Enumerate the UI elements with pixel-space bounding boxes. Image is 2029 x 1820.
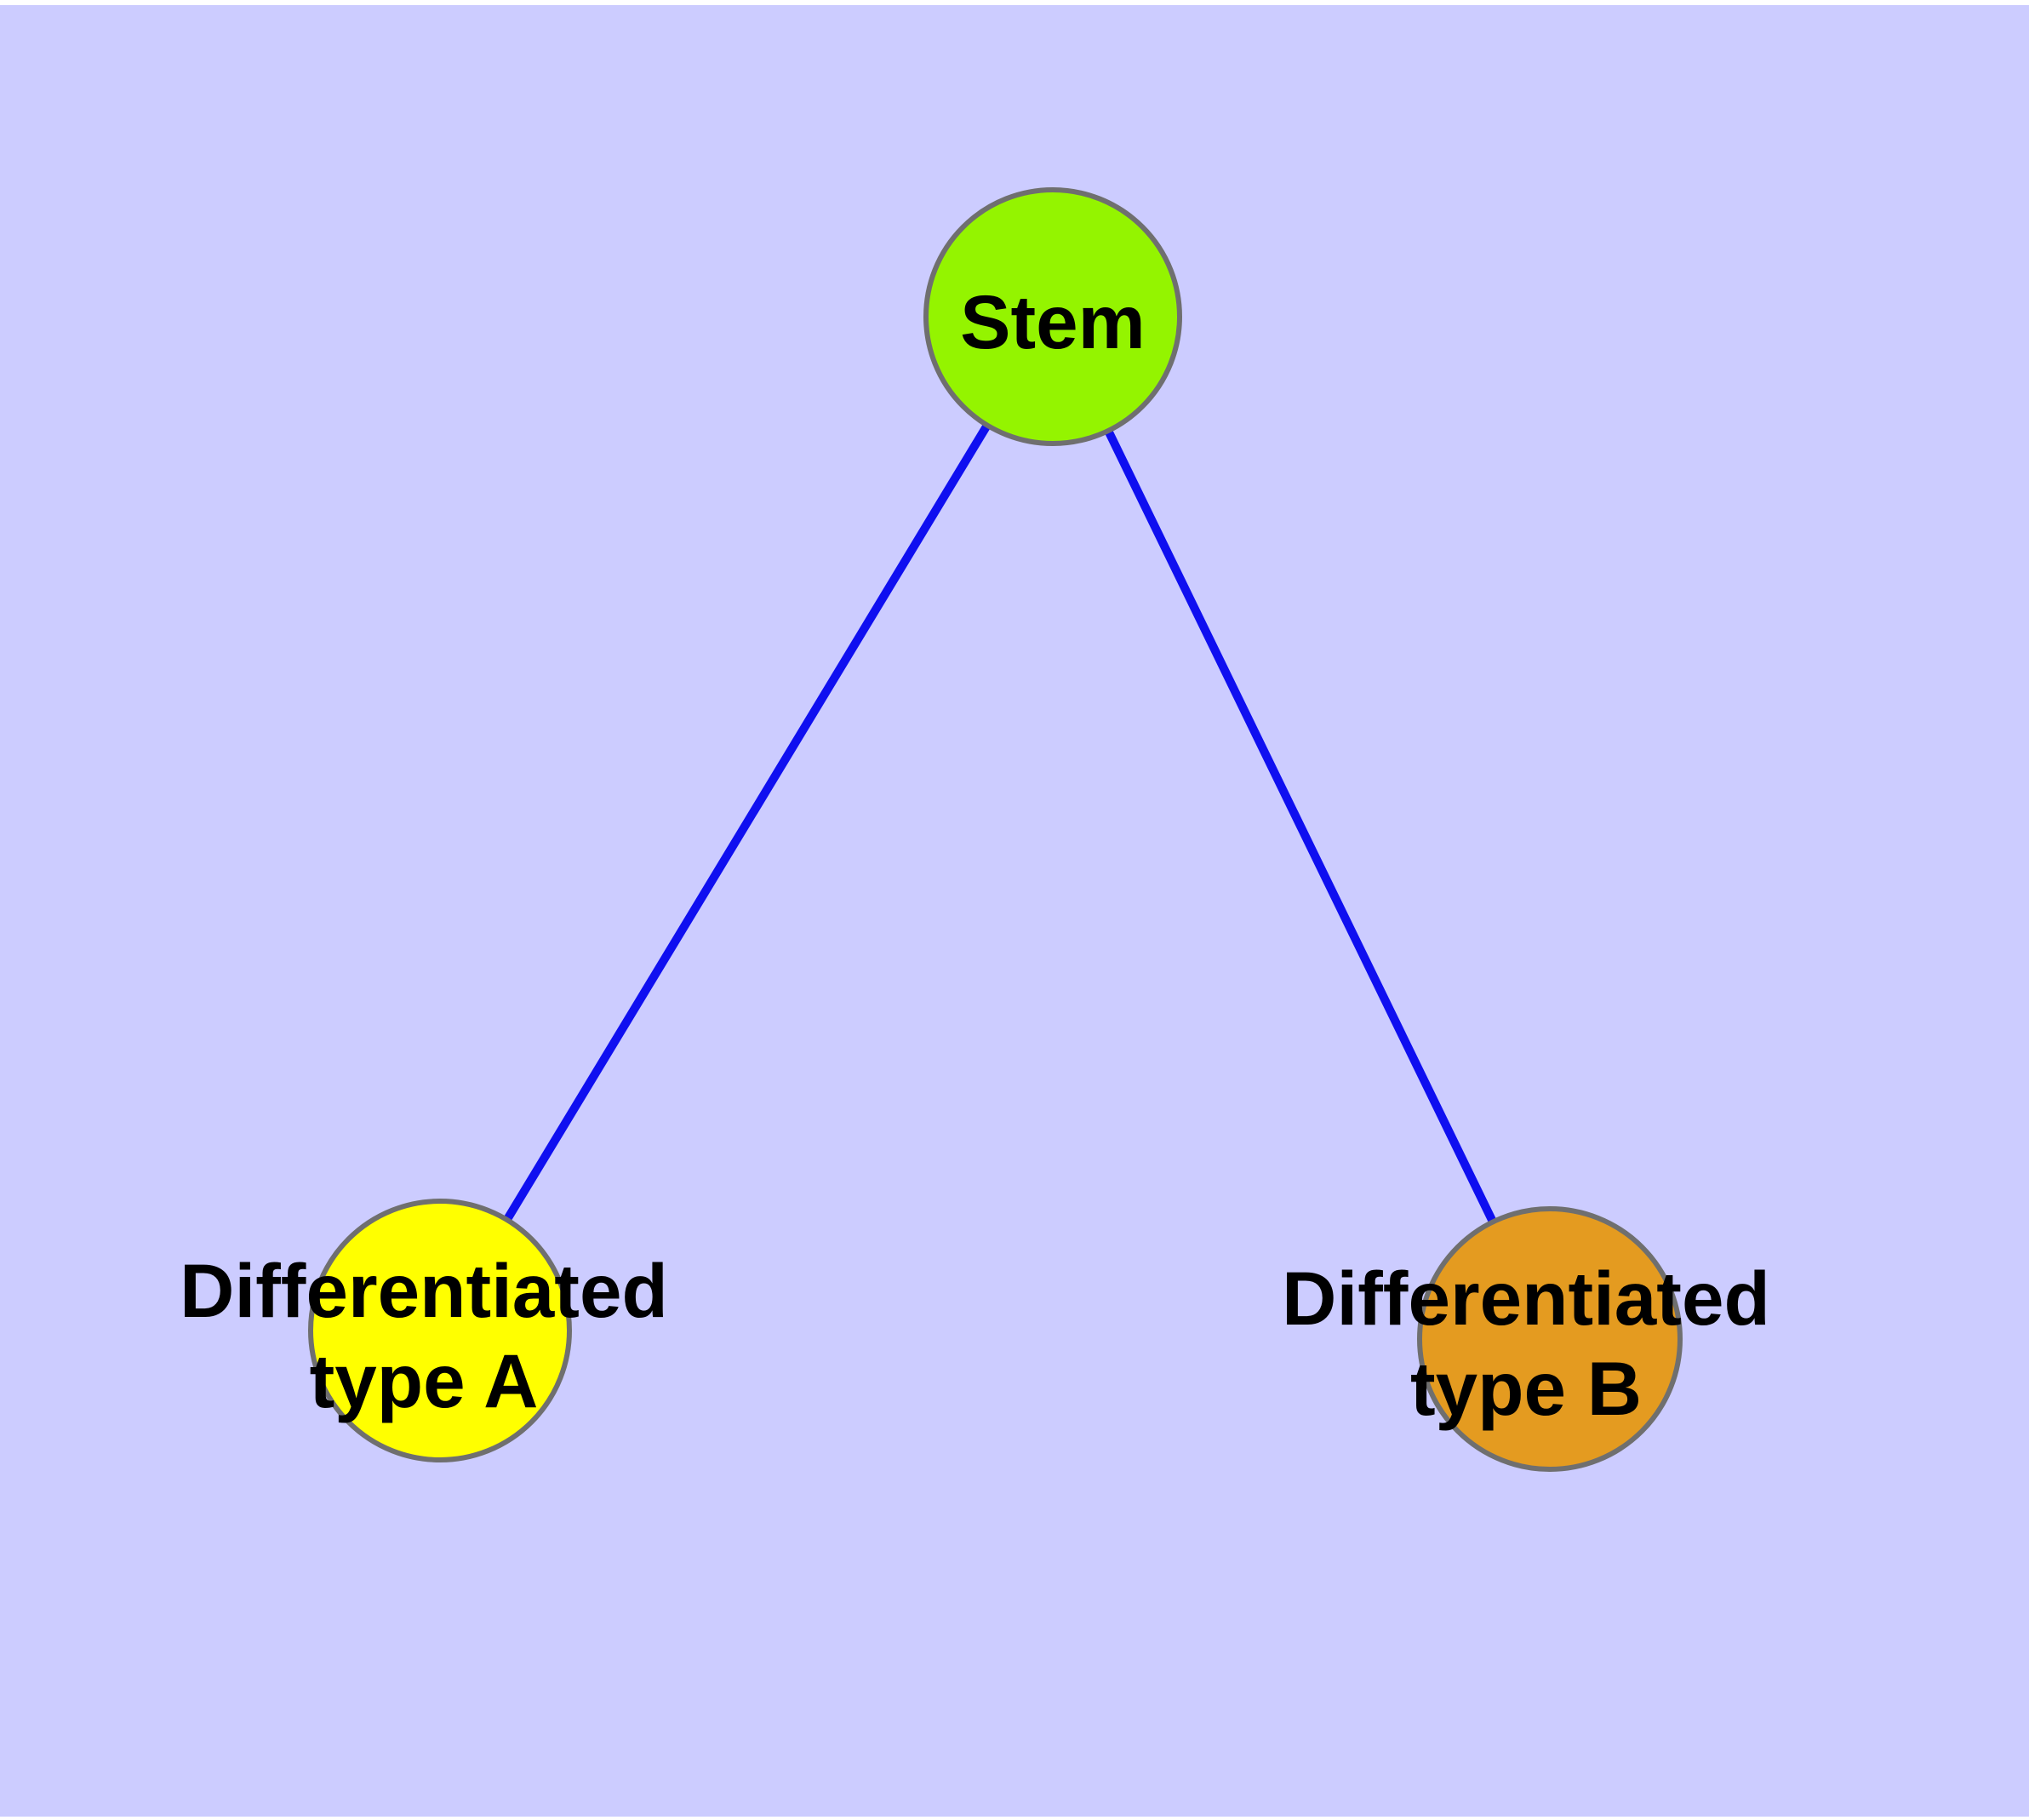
node-differentiated-type-b: [1417, 1206, 1683, 1472]
edge-stem-to-type-b: [1049, 314, 1554, 1342]
node-type-b-label-line1: Differentiated: [1282, 1256, 1770, 1341]
node-stem: [923, 187, 1182, 446]
node-stem-label: Stem: [960, 279, 1146, 364]
node-type-a-label-line2: type A: [310, 1338, 539, 1423]
node-type-a-label-line1: Differentiated: [180, 1248, 668, 1333]
edge-stem-to-type-a: [436, 314, 1057, 1333]
node-type-b-label-line2: type B: [1410, 1346, 1642, 1431]
node-differentiated-type-a: [308, 1199, 572, 1462]
